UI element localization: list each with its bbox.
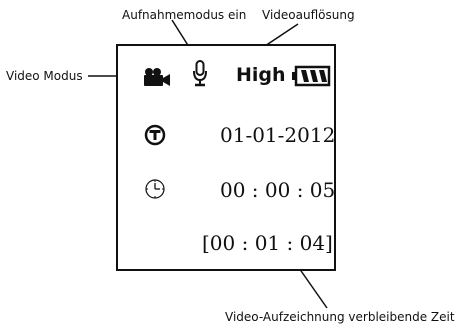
microphone-icon bbox=[193, 60, 207, 87]
camera-screen: High 01-01-2012 00 : 00 : 05 [00 : 01 : … bbox=[116, 44, 336, 271]
battery-cell bbox=[301, 70, 309, 82]
clock-icon bbox=[145, 179, 165, 199]
label-remaining-time: Video-Aufzeichnung verbleibende Zeit bbox=[225, 310, 455, 324]
remaining-time-value: [00 : 01 : 04] bbox=[202, 231, 333, 255]
battery-icon bbox=[292, 65, 331, 87]
label-video-mode: Video Modus bbox=[6, 69, 83, 83]
battery-cell bbox=[310, 70, 318, 82]
time-value: 00 : 00 : 05 bbox=[220, 178, 336, 202]
t-circle-icon bbox=[144, 124, 166, 146]
date-value: 01-01-2012 bbox=[220, 123, 336, 147]
battery-cell bbox=[319, 70, 327, 82]
battery-cells bbox=[301, 70, 327, 82]
label-record-mode: Aufnahmemodus ein bbox=[122, 8, 247, 22]
resolution-value: High bbox=[236, 64, 286, 86]
video-camera-icon bbox=[144, 68, 170, 86]
label-video-resolution: Videoauflösung bbox=[262, 8, 355, 22]
